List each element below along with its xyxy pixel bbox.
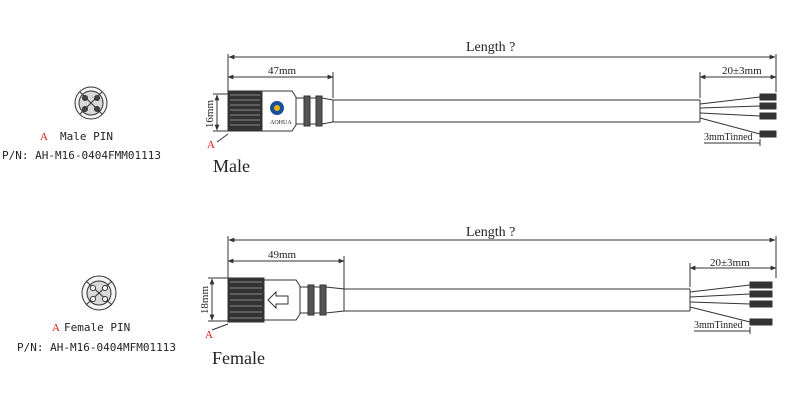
male-pin-marker: A bbox=[40, 131, 48, 143]
male-length-label: Length ? bbox=[466, 40, 515, 55]
female-part-number: P/N: AH-M16-0404MFM01113 bbox=[17, 341, 176, 354]
female-length-label: Length ? bbox=[466, 225, 515, 240]
male-pin-face-icon bbox=[74, 86, 108, 120]
female-strip-label: 20±3mm bbox=[710, 257, 750, 269]
female-body-dim-label: 49mm bbox=[268, 249, 297, 261]
male-part-number: P/N: AH-M16-0404FMM01113 bbox=[2, 149, 161, 162]
male-tinned-label: 3mmTinned bbox=[704, 132, 753, 143]
male-body-dim-label: 47mm bbox=[268, 65, 297, 77]
female-insert-arrow-icon bbox=[267, 290, 289, 310]
aohua-logo bbox=[270, 101, 284, 115]
male-assembly bbox=[74, 54, 777, 146]
male-callout-marker: A bbox=[207, 139, 215, 151]
male-pin-label: Male PIN bbox=[60, 130, 113, 143]
female-wire-leads bbox=[689, 281, 773, 326]
female-callout-marker: A bbox=[205, 329, 213, 341]
male-strip-label: 20±3mm bbox=[722, 65, 762, 77]
female-pin-label: Female PIN bbox=[64, 321, 130, 334]
male-title: Male bbox=[213, 156, 250, 176]
male-coupling-nut bbox=[227, 90, 263, 132]
female-title: Female bbox=[212, 348, 265, 368]
male-diameter-label: 16mm bbox=[204, 100, 216, 129]
female-pin-face-icon bbox=[81, 275, 117, 311]
female-diameter-label: 18mm bbox=[199, 286, 211, 315]
female-pin-marker: A bbox=[52, 322, 60, 334]
male-wire-leads bbox=[699, 93, 777, 138]
male-logo-text: AOHUA bbox=[270, 120, 292, 126]
female-tinned-label: 3mmTinned bbox=[694, 320, 743, 331]
female-assembly bbox=[81, 236, 777, 334]
